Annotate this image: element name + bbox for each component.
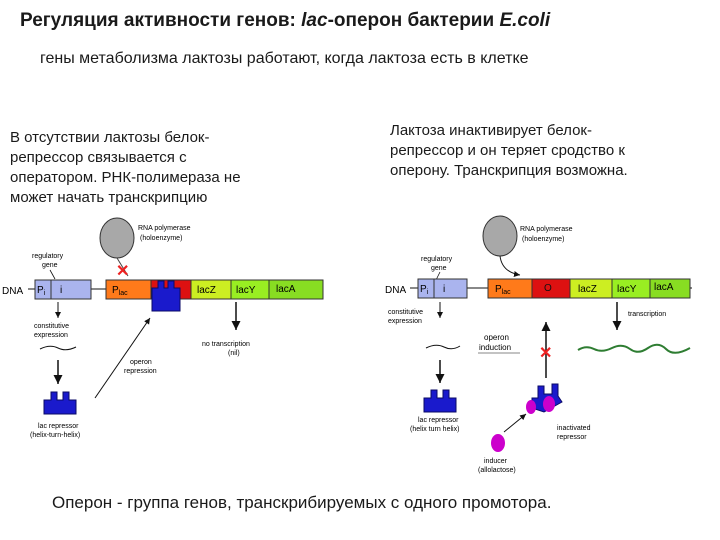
left-caption-line: репрессор связывается с xyxy=(10,149,187,166)
lacy-label: lacY xyxy=(236,285,256,296)
laca-box xyxy=(268,279,324,300)
regulatory-gene-label: regulatory xyxy=(421,256,453,263)
green-mrna-strand xyxy=(577,343,691,354)
operon-induction-label: induction xyxy=(479,343,511,352)
right-caption-line: оперону. Транскрипция возможна. xyxy=(390,162,628,179)
free-repressor-shape xyxy=(43,391,77,415)
bound-repressor-shape xyxy=(151,280,181,312)
lac-repressor-label: (helix-turn-helix) xyxy=(30,432,80,439)
bound-inducer-shape xyxy=(526,400,536,414)
pi-label: Pi xyxy=(37,285,46,297)
polymerase-binding-arrow xyxy=(499,255,521,277)
laca-label: lacA xyxy=(276,284,296,295)
right-caption-line: Лактоза инактивирует белок- xyxy=(390,122,592,139)
inducer-binding-arrow xyxy=(503,413,527,433)
rna-polymerase-shape xyxy=(482,215,518,257)
free-repressor-shape xyxy=(423,389,457,413)
inducer-label: (allolactose) xyxy=(478,467,516,474)
operator-label: O xyxy=(544,283,552,294)
no-transcription-label: no transcription xyxy=(202,341,250,348)
inactivated-repressor-label: inactivated xyxy=(557,425,591,432)
lacz-label: lacZ xyxy=(197,285,216,296)
constitutive-label: expression xyxy=(34,332,68,339)
red-x-mark: ✕ xyxy=(116,263,129,280)
rna-polymerase-label: RNA polymerase xyxy=(138,225,191,232)
lacz-label: lacZ xyxy=(578,284,597,295)
rna-polymerase-shape xyxy=(99,217,135,259)
lac-repressor-label: lac repressor xyxy=(418,417,459,424)
transcription-label: transcription xyxy=(628,311,666,318)
regulatory-gene-label: gene xyxy=(431,265,447,272)
right-mrna-squiggle xyxy=(425,344,461,350)
i-gene-box xyxy=(50,279,92,300)
inducer-label: inducer xyxy=(484,458,508,465)
dna-label: DNA xyxy=(2,286,23,297)
left-caption-line: оператором. РНК-полимераза не xyxy=(10,169,241,186)
i-gene-label: i xyxy=(60,285,62,296)
constitutive-label: constitutive xyxy=(34,323,69,330)
pi-label: Pi xyxy=(420,284,429,296)
constitutive-label: expression xyxy=(388,318,422,325)
operon-induction-label: operon xyxy=(484,333,509,342)
laca-label: lacA xyxy=(654,282,674,293)
constitutive-label: constitutive xyxy=(388,309,423,316)
red-x-mark: ✕ xyxy=(539,345,552,362)
i-gene-box xyxy=(433,278,468,299)
left-caption-line: В отсутствии лактозы белок- xyxy=(10,129,210,146)
polymerase-blocked-line xyxy=(116,257,129,277)
lacy-label: lacY xyxy=(617,284,637,295)
holoenzyme-label: (holoenzyme) xyxy=(140,235,182,242)
plac-label: Plac xyxy=(112,285,128,297)
regulatory-gene-label: gene xyxy=(42,262,58,269)
left-caption-line: может начать транскрипцию xyxy=(10,189,208,206)
page-title: Регуляция активности генов: lac-оперон б… xyxy=(20,10,551,31)
rna-polymerase-label: RNA polymerase xyxy=(520,226,573,233)
operon-repression-label: repression xyxy=(124,368,157,375)
left-caption: В отсутствии лактозы белок- репрессор св… xyxy=(10,128,241,208)
right-caption: Лактоза инактивирует белок- репрессор и … xyxy=(390,121,628,181)
inactivated-repressor-label: repressor xyxy=(557,434,587,441)
i-gene-label: i xyxy=(443,284,445,295)
dna-label: DNA xyxy=(385,285,406,296)
bound-inducer-shape xyxy=(543,396,555,412)
no-transcription-label: (nil) xyxy=(228,350,240,357)
laca-box xyxy=(649,278,691,299)
regulatory-gene-label: regulatory xyxy=(32,253,64,260)
holoenzyme-label: (holoenzyme) xyxy=(522,236,564,243)
lac-repressor-label: lac repressor xyxy=(38,423,79,430)
plac-label: Plac xyxy=(495,284,511,296)
operon-repression-arrow xyxy=(94,317,151,399)
footer-statement: Оперон - группа генов, транскрибируемых … xyxy=(52,493,552,512)
left-mrna-squiggle xyxy=(39,345,77,351)
right-panel: RNA polymerase (holoenzyme) regulatory g… xyxy=(385,215,692,474)
left-panel: RNA polymerase (holoenzyme) ✕ regulatory… xyxy=(2,217,324,439)
inducer-shape xyxy=(491,434,505,452)
lac-repressor-label: (helix turn helix) xyxy=(410,426,459,433)
right-caption-line: репрессор и он теряет сродство к xyxy=(390,142,625,159)
regulatory-gene-pointer xyxy=(49,269,56,280)
page-subtitle: гены метаболизма лактозы работают, когда… xyxy=(40,50,529,67)
operon-repression-label: operon xyxy=(130,359,152,366)
